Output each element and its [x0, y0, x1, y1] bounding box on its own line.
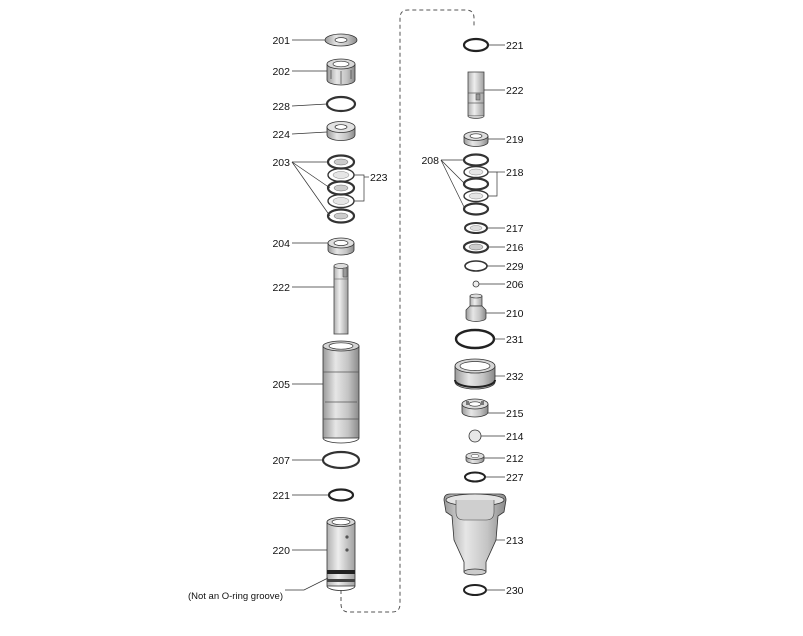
- part-222-displacement-rod: [333, 263, 349, 335]
- assembly-dashed-connector: [340, 9, 475, 613]
- note-not-o-ring-groove: (Not an O-ring groove): [188, 591, 283, 602]
- part-206-ball: [472, 280, 480, 288]
- label-224: 224: [272, 129, 290, 141]
- label-205: 205: [272, 379, 290, 391]
- label-222: 222: [272, 282, 290, 294]
- label-220: 220: [272, 545, 290, 557]
- part-216-ring: [462, 240, 490, 254]
- label-201: 201: [272, 35, 290, 47]
- part-202-packing-nut: [326, 58, 356, 86]
- label-232: 232: [506, 371, 524, 383]
- label-219: 219: [506, 134, 524, 146]
- part-224-bearing: [326, 121, 356, 141]
- label-217: 217: [506, 223, 524, 235]
- part-221-o-ring: [327, 488, 355, 502]
- label-229: 229: [506, 261, 524, 273]
- labels-right: 221 222 219 208 218 217 216 229 206 210 …: [421, 40, 523, 597]
- label-203: 203: [272, 157, 290, 169]
- part-210-piston-valve: [465, 293, 487, 322]
- label-227: 227: [506, 472, 524, 484]
- part-231-o-ring: [454, 328, 496, 350]
- label-216: 216: [506, 242, 524, 254]
- label-231: 231: [506, 334, 524, 346]
- leader-lines: [285, 39, 505, 591]
- part-208-218-packing-stack: [462, 153, 490, 216]
- part-217-ring: [464, 222, 488, 234]
- label-228: 228: [272, 101, 290, 113]
- label-212: 212: [506, 453, 524, 465]
- part-215-seat: [461, 398, 489, 418]
- part-229-ring: [464, 260, 488, 272]
- part-228-ring: [325, 95, 357, 113]
- part-221-o-ring-right: [462, 37, 490, 53]
- label-221-right: 221: [506, 40, 524, 52]
- label-202: 202: [272, 66, 290, 78]
- part-214-ball: [468, 429, 482, 443]
- part-203-223-packing-stack: [326, 154, 356, 224]
- part-230-o-ring: [463, 584, 487, 596]
- label-223: 223: [370, 172, 388, 184]
- labels-left: 201 202 228 224 203 223 204 222 205 207 …: [188, 35, 388, 602]
- part-219-gland: [463, 131, 489, 147]
- label-230: 230: [506, 585, 524, 597]
- label-215: 215: [506, 408, 524, 420]
- label-221: 221: [272, 490, 290, 502]
- label-208: 208: [421, 155, 439, 167]
- part-232-intake-seat-housing: [454, 358, 496, 390]
- label-214: 214: [506, 431, 524, 443]
- label-204: 204: [272, 238, 290, 250]
- part-205-cylinder: [322, 340, 360, 444]
- label-206: 206: [506, 279, 524, 291]
- part-227-o-ring: [464, 471, 486, 483]
- part-213-intake-housing: [443, 493, 507, 576]
- part-204-gland: [327, 237, 355, 256]
- part-220-sleeve: [326, 517, 356, 591]
- label-207: 207: [272, 455, 290, 467]
- part-212-seat: [465, 452, 485, 464]
- part-222-rod-right: [467, 71, 485, 119]
- part-201-washer: [324, 33, 358, 47]
- part-207-ring: [321, 450, 361, 470]
- label-210: 210: [506, 308, 524, 320]
- label-213: 213: [506, 535, 524, 547]
- label-222-right: 222: [506, 85, 524, 97]
- label-218: 218: [506, 167, 524, 179]
